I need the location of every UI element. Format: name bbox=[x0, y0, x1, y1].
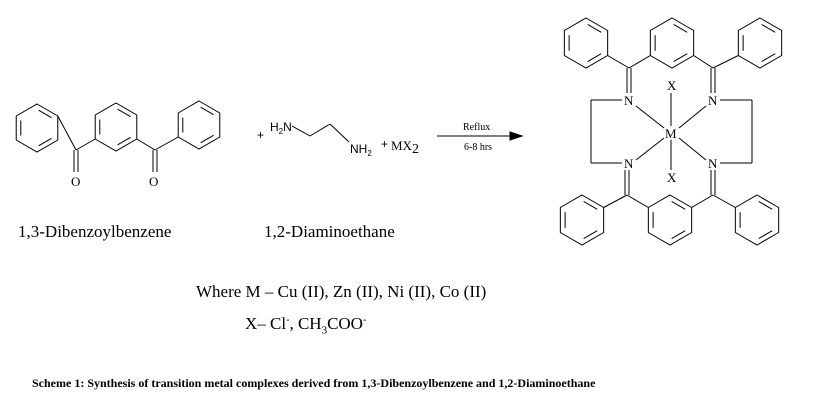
oxygen-atom: O bbox=[149, 174, 158, 189]
aromatic-double-bond bbox=[758, 230, 773, 239]
where-metal-line: Where M – Cu (II), Zn (II), Ni (II), Co … bbox=[196, 282, 487, 301]
bond bbox=[712, 194, 736, 208]
bond bbox=[329, 123, 350, 143]
aromatic-double-bond bbox=[583, 201, 598, 210]
bond bbox=[693, 55, 714, 69]
nitrogen-atom: N bbox=[624, 156, 634, 171]
coordination-bond bbox=[678, 137, 707, 161]
bond bbox=[291, 125, 311, 137]
bond bbox=[712, 55, 739, 69]
reaction-arrow bbox=[509, 131, 524, 141]
benzene-ring bbox=[177, 100, 221, 150]
aromatic-double-bond bbox=[587, 53, 602, 62]
benzene-ring bbox=[15, 103, 59, 153]
benzene-ring bbox=[649, 17, 695, 69]
amine-left: H2N bbox=[270, 120, 292, 136]
coordination-bond bbox=[635, 105, 665, 129]
ligand-x-top: X bbox=[667, 78, 677, 93]
aromatic-double-bond bbox=[200, 106, 214, 116]
ligand-x-bottom: X bbox=[667, 170, 677, 185]
scheme-caption: Scheme 1: Synthesis of transition metal … bbox=[32, 376, 596, 390]
coordination-bond bbox=[678, 105, 707, 129]
bond bbox=[626, 194, 649, 208]
ligand-x-line: X– Cl-, CH3COO- bbox=[245, 314, 367, 337]
aromatic-double-bond bbox=[38, 109, 52, 119]
benzene-ring bbox=[647, 194, 693, 246]
metal-atom: M bbox=[665, 126, 677, 141]
benzene-ring bbox=[559, 194, 605, 246]
aromatic-double-bond bbox=[761, 53, 776, 62]
aromatic-double-bond bbox=[117, 108, 131, 118]
bond bbox=[75, 138, 96, 151]
aromatic-double-bond bbox=[583, 230, 598, 239]
plus-sign: + bbox=[381, 137, 388, 151]
aromatic-double-bond bbox=[671, 230, 686, 239]
benzene-ring bbox=[94, 102, 138, 152]
aromatic-double-bond bbox=[587, 24, 602, 33]
bond bbox=[154, 136, 179, 151]
nitrogen-atom: N bbox=[624, 93, 634, 108]
condition-reflux: Reflux bbox=[463, 122, 490, 133]
plus-sign: + bbox=[257, 128, 264, 142]
bond bbox=[57, 115, 77, 151]
nitrogen-atom: N bbox=[708, 93, 718, 108]
aromatic-double-bond bbox=[200, 134, 214, 144]
condition-time: 6-8 hrs bbox=[464, 142, 492, 153]
aromatic-double-bond bbox=[673, 24, 688, 33]
reactant2-name: 1,2-Diaminoethane bbox=[264, 222, 395, 241]
bond bbox=[607, 55, 630, 69]
aromatic-double-bond bbox=[38, 137, 52, 147]
reactant1-name: 1,3-Dibenzoylbenzene bbox=[18, 222, 172, 241]
bond bbox=[136, 138, 156, 151]
benzene-ring bbox=[734, 194, 780, 246]
bond-lines bbox=[15, 17, 783, 246]
bond bbox=[691, 194, 714, 208]
benzene-ring bbox=[563, 17, 609, 69]
bond bbox=[603, 194, 628, 208]
aromatic-double-bond bbox=[758, 201, 773, 210]
metal-salt: MX2 bbox=[391, 138, 419, 157]
coordination-bond bbox=[635, 137, 665, 161]
aromatic-double-bond bbox=[117, 136, 131, 146]
nitrogen-atom: N bbox=[708, 156, 718, 171]
amine-right: NH2 bbox=[350, 142, 372, 158]
oxygen-atom: O bbox=[71, 174, 80, 189]
benzene-ring bbox=[737, 17, 783, 69]
aromatic-double-bond bbox=[671, 201, 686, 210]
bond bbox=[309, 123, 331, 137]
aromatic-double-bond bbox=[761, 24, 776, 33]
aromatic-double-bond bbox=[673, 53, 688, 62]
bond bbox=[628, 55, 651, 69]
